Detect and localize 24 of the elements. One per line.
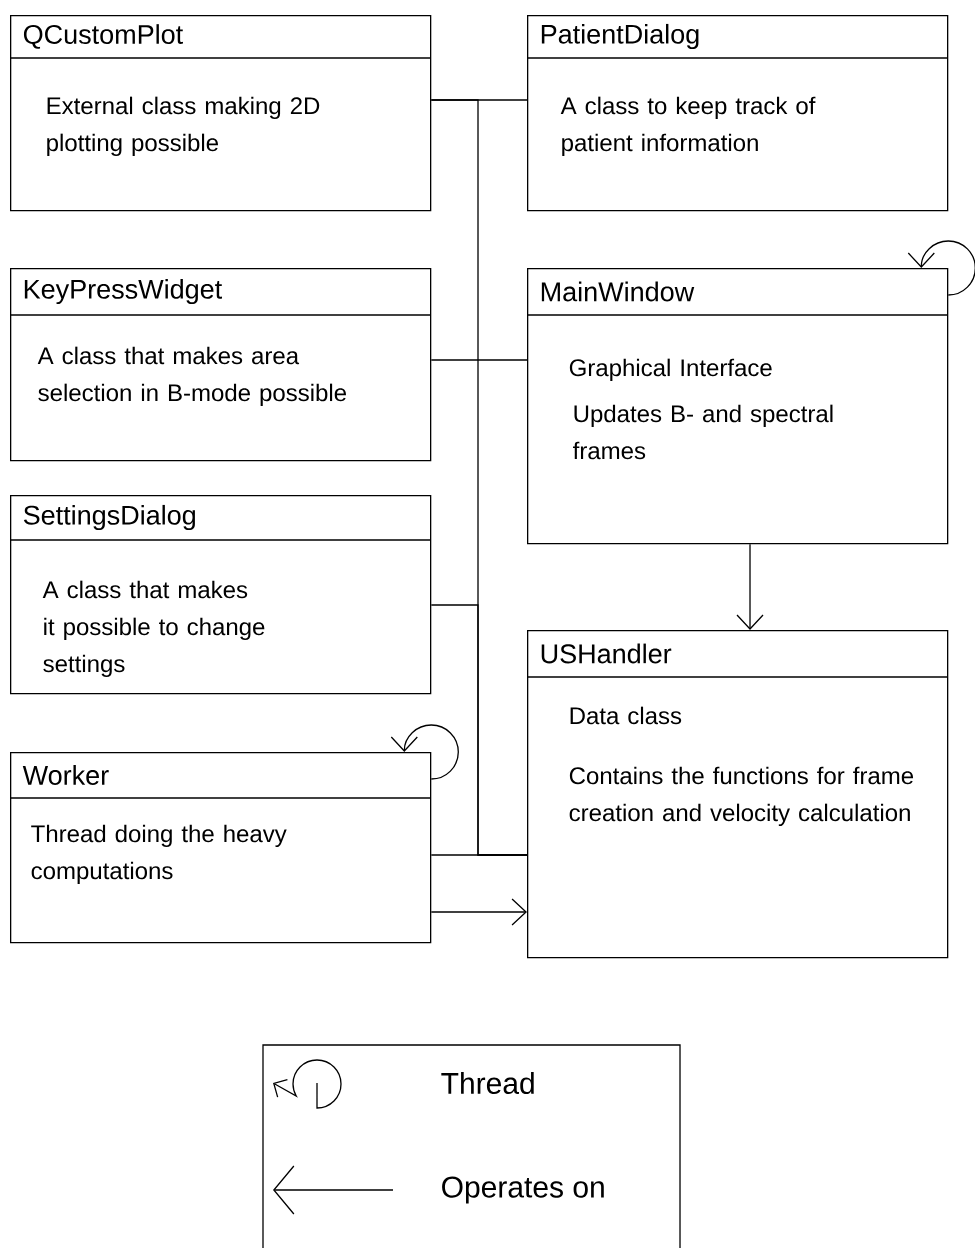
class-name: Worker [22, 765, 109, 785]
description-text: External class making 2D plotting possible [47, 96, 320, 157]
class-name: KeyPressWidget [24, 278, 222, 305]
class-name: QCustomPlot [23, 24, 183, 49]
connector-line [430, 854, 528, 856]
description-text: Updates B- and spectral frames [573, 404, 833, 460]
description-text: A class to keep track of patient information [560, 96, 816, 157]
self-loop-arrow [390, 724, 459, 780]
connector-line [430, 359, 528, 361]
description-text: A class that makes it possible to change settings [42, 580, 265, 678]
class-name: PatientDialog [541, 23, 699, 50]
legend-text: Thread [441, 1072, 534, 1095]
class-name: SettingsDialog [23, 504, 195, 531]
arrow [736, 543, 764, 630]
description-text: Data class [570, 706, 682, 725]
description-text: Graphical Interface [569, 358, 772, 382]
legend-text: Operates on [442, 1176, 604, 1204]
class-name: USHandler [541, 643, 672, 664]
description-text: A class that makes area selection in B-mode possible [37, 346, 346, 407]
class-name: MainWindow [541, 281, 695, 302]
arrow [430, 898, 527, 926]
description-text: Contains the functions for frame creation and velocity calculation [569, 766, 914, 827]
description-text: Thread doing the heavy computations [31, 824, 287, 885]
self-loop-arrow [907, 240, 975, 296]
